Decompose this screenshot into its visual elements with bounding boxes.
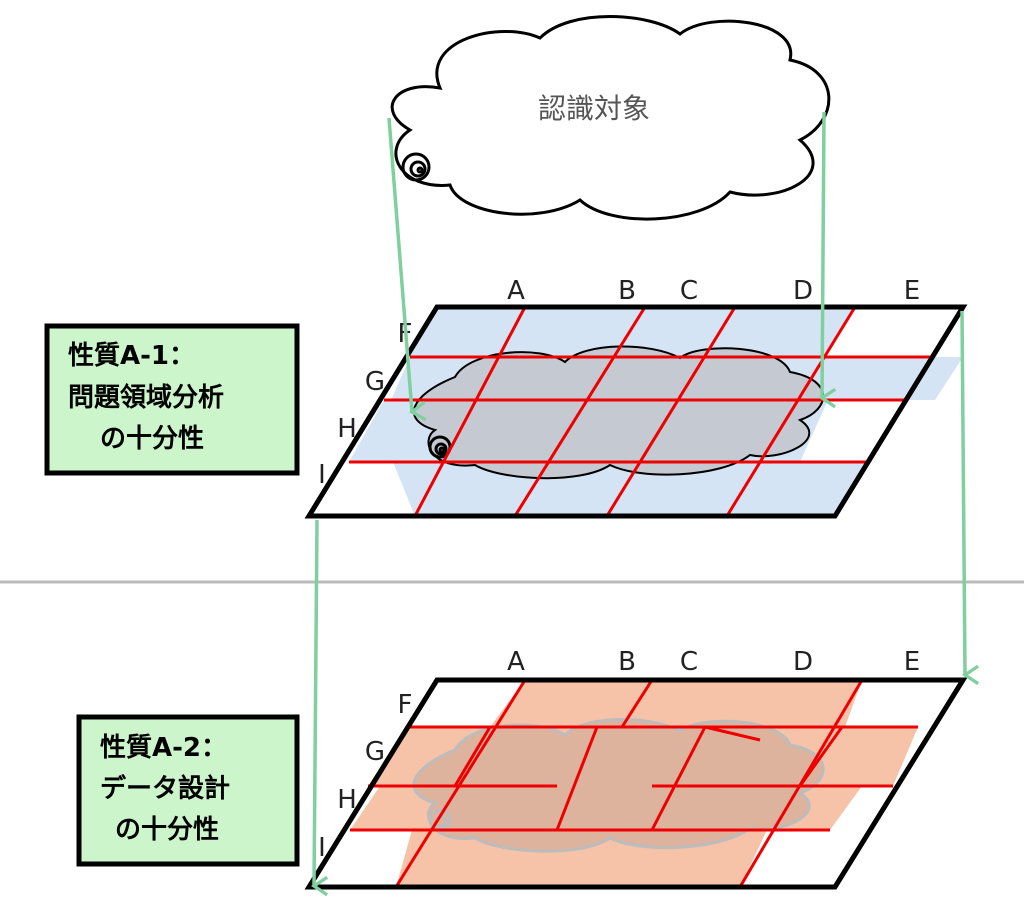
panel2-border bbox=[304, 677, 968, 890]
panel2-title-box: 性質A-2： データ設計 の十分性 bbox=[76, 714, 300, 867]
panel2-col-label-d: D bbox=[793, 647, 813, 677]
panel2-row-label-g: G bbox=[365, 737, 385, 767]
arrow-panel1-left-to-panel2 bbox=[311, 519, 329, 897]
panel2-title-line2: データ設計 bbox=[100, 773, 230, 804]
panel1-row-label-i: I bbox=[318, 460, 326, 490]
arrow-cloud-right-to-panel1 bbox=[819, 111, 837, 409]
panel2-col-label-c: C bbox=[680, 647, 698, 677]
panel1-recognized-cloud bbox=[413, 345, 825, 480]
panel1-col-label-d: D bbox=[793, 276, 813, 306]
panel1-title-box: 性質A-1： 問題領域分析 の十分性 bbox=[44, 323, 300, 476]
panel2-row-label-i: I bbox=[318, 833, 326, 863]
arrow-cloud-left-to-panel1 bbox=[387, 117, 427, 422]
panel2-block-lines bbox=[350, 679, 918, 888]
panel2-title-line1: 性質A-2： bbox=[100, 733, 227, 763]
panel1-problem-domain-grid: A B C D E F G H I bbox=[304, 276, 968, 519]
cloud-spiral-icon bbox=[401, 152, 431, 182]
panel2-col-label-b: B bbox=[618, 647, 636, 677]
panel1-col-label-c: C bbox=[680, 276, 698, 306]
panel1-col-label-b: B bbox=[618, 276, 636, 306]
arrow-panel1-right-to-panel2 bbox=[960, 310, 980, 686]
panel2-data-design-grid: A B C D E F G H I bbox=[304, 647, 968, 890]
recognition-target-cloud: 認識対象 bbox=[390, 15, 831, 221]
panel1-col-label-e: E bbox=[904, 276, 920, 306]
panel2-recognized-cloud bbox=[412, 718, 825, 853]
panel1-title-line2: 問題領域分析 bbox=[68, 382, 224, 413]
panel2-col-label-a: A bbox=[507, 647, 525, 677]
panel2-col-label-e: E bbox=[904, 647, 920, 677]
cloud-label: 認識対象 bbox=[538, 92, 650, 125]
mapping-arrows bbox=[311, 111, 980, 897]
panel2-title-line3: の十分性 bbox=[115, 815, 219, 845]
panel1-row-label-g: G bbox=[365, 367, 385, 397]
panel1-title-line1: 性質A-1： bbox=[68, 341, 195, 371]
panel1-border bbox=[304, 304, 968, 519]
panel2-row-label-f: F bbox=[398, 690, 413, 720]
panel1-title-line3: の十分性 bbox=[100, 424, 204, 454]
panel1-grid-lines bbox=[349, 306, 933, 517]
panel1-row-label-h: H bbox=[337, 414, 357, 444]
panel1-col-label-a: A bbox=[507, 276, 525, 306]
panel2-row-label-h: H bbox=[337, 785, 357, 815]
